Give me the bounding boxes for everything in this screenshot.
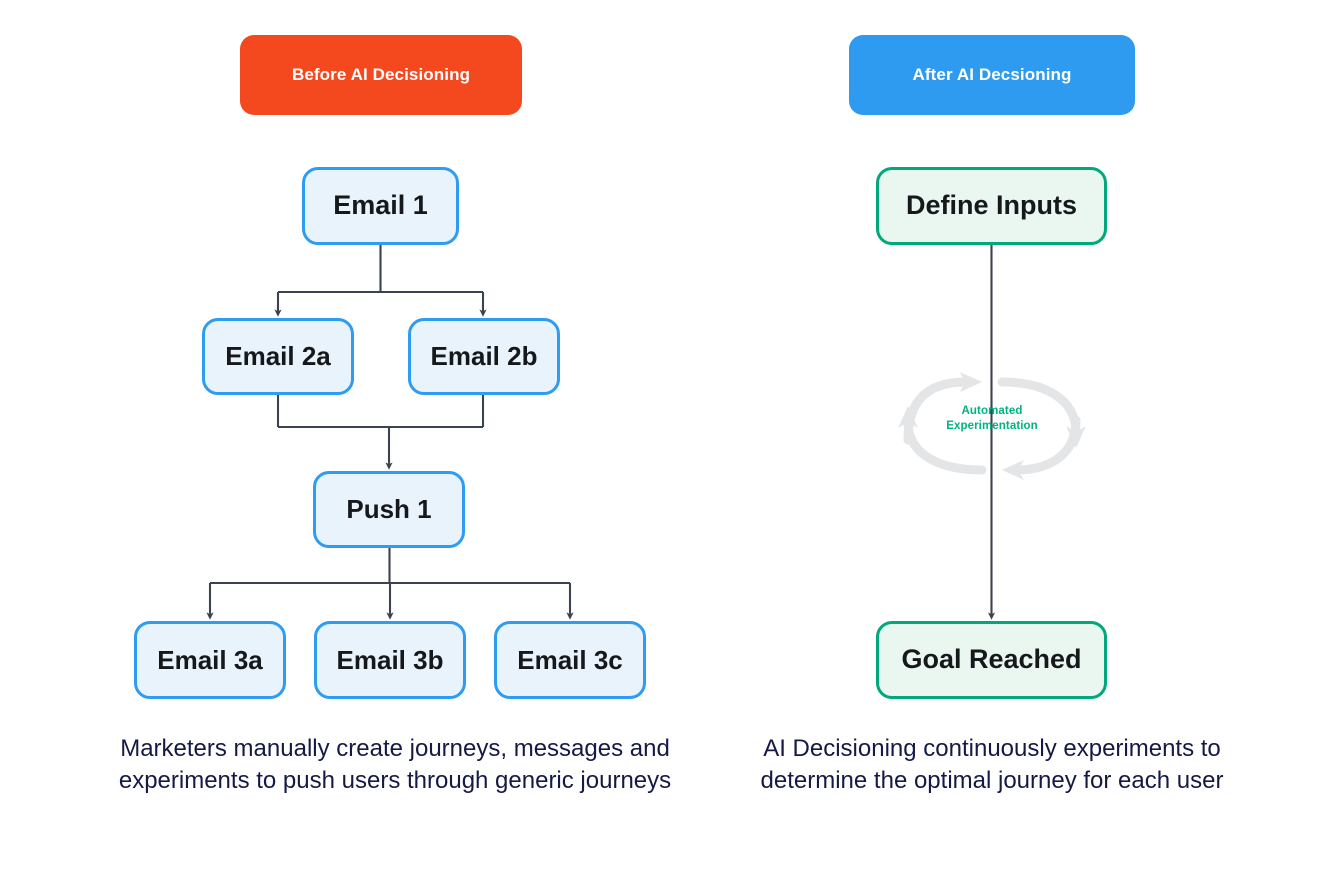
loop-arrows-icon xyxy=(898,372,1086,480)
node-email-3b-label: Email 3b xyxy=(336,644,444,675)
badge-before-ai-decisioning: Before AI Decisioning xyxy=(240,35,522,115)
node-email-1: Email 1 xyxy=(302,167,459,245)
node-email-3c-label: Email 3c xyxy=(517,644,623,675)
node-email-3c: Email 3c xyxy=(494,621,646,699)
node-email-3a-label: Email 3a xyxy=(157,644,263,675)
node-define-inputs: Define Inputs xyxy=(876,167,1107,245)
node-email-2b-label: Email 2b xyxy=(430,341,538,372)
node-email-2b: Email 2b xyxy=(408,318,560,395)
caption-after: AI Decisioning continuously experiments … xyxy=(760,735,1224,795)
loop-label-line-2: Experimentation xyxy=(946,420,1038,433)
node-email-2a: Email 2a xyxy=(202,318,354,395)
badge-after-label: After AI Decsioning xyxy=(912,65,1072,84)
node-push-1: Push 1 xyxy=(313,471,465,548)
node-goal-reached: Goal Reached xyxy=(876,621,1107,699)
badge-before-label: Before AI Decisioning xyxy=(291,65,471,84)
node-email-3b: Email 3b xyxy=(314,621,466,699)
node-push-1-label: Push 1 xyxy=(346,494,432,525)
loop-label: Automated Experimentation xyxy=(898,404,1086,434)
automated-experimentation-loop: Automated Experimentation xyxy=(898,366,1086,486)
loop-label-line-1: Automated xyxy=(961,405,1023,417)
caption-before: Marketers manually create journeys, mess… xyxy=(118,735,672,795)
node-email-3a: Email 3a xyxy=(134,621,286,699)
node-email-2a-label: Email 2a xyxy=(225,341,331,372)
node-email-1-label: Email 1 xyxy=(333,190,428,221)
badge-after-ai-decisioning: After AI Decsioning xyxy=(849,35,1135,115)
node-define-inputs-label: Define Inputs xyxy=(905,190,1077,221)
node-goal-reached-label: Goal Reached xyxy=(901,644,1082,675)
